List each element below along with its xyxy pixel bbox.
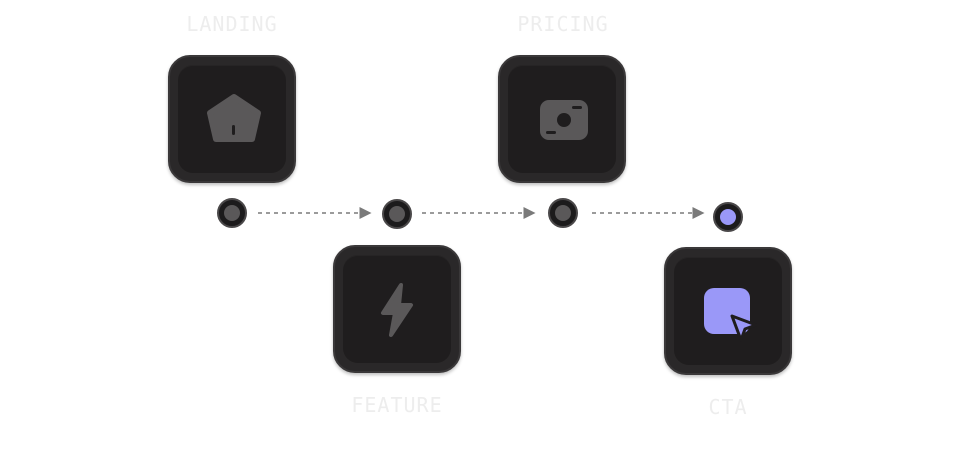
step-label: FEATURE xyxy=(351,393,443,417)
step-label: LANDING xyxy=(186,12,278,36)
home-icon xyxy=(207,94,261,142)
step-node[interactable] xyxy=(217,198,247,228)
camera-icon xyxy=(540,100,588,140)
step-label: PRICING xyxy=(517,12,609,36)
cursor-click-icon xyxy=(704,288,758,342)
step-card[interactable] xyxy=(168,55,296,183)
step-card[interactable] xyxy=(664,247,792,375)
step-card[interactable] xyxy=(498,55,626,183)
step-card[interactable] xyxy=(333,245,461,373)
step-node[interactable] xyxy=(382,199,412,229)
step-node-active[interactable] xyxy=(713,202,743,232)
step-node[interactable] xyxy=(548,198,578,228)
lightning-icon xyxy=(381,283,413,337)
step-label: CTA xyxy=(708,395,748,419)
